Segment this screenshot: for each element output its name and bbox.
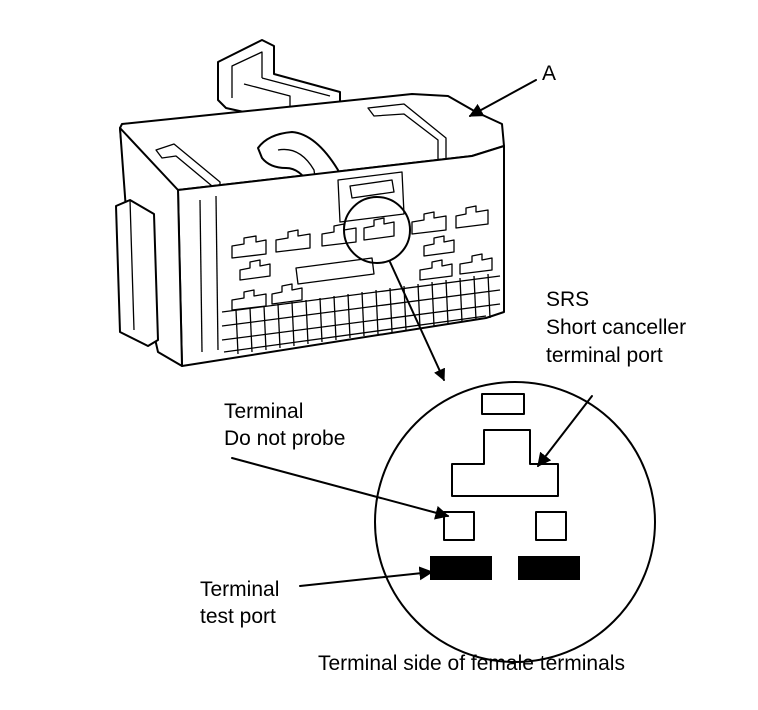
srs-label-line1: SRS	[546, 288, 589, 311]
do-not-probe-pointer	[231, 457, 450, 520]
srs-callout: SRS Short canceller terminal port	[537, 288, 686, 468]
detail-circle	[374, 381, 656, 663]
detail-view	[374, 381, 656, 663]
upper-terminal-row	[231, 205, 489, 259]
zoom-arrow	[389, 261, 445, 382]
test-port-callout: Terminal test port	[200, 566, 434, 628]
lock-lever	[217, 39, 341, 119]
srs-pointer	[537, 395, 593, 468]
middle-terminal-row	[231, 235, 493, 311]
do-not-probe-callout: Terminal Do not probe	[224, 400, 450, 520]
srs-label-line3: terminal port	[546, 344, 663, 367]
terminal-label-line1: Terminal	[224, 400, 303, 423]
test-port-left	[430, 556, 492, 580]
test-port-pointer	[299, 566, 434, 587]
right-terminal	[535, 511, 567, 541]
magnify-spot	[343, 196, 411, 264]
short-canceller-port	[451, 429, 559, 497]
srs-label-line2: Short canceller	[546, 316, 686, 339]
pointer-a	[468, 79, 537, 117]
label-a: A	[542, 62, 556, 85]
test-port-right	[518, 556, 580, 580]
test-port-label-line1: Terminal	[200, 578, 279, 601]
top-slot	[481, 393, 525, 415]
do-not-probe-terminal	[443, 511, 475, 541]
terminal-label-line2: Do not probe	[224, 427, 345, 450]
caption: Terminal side of female terminals	[318, 652, 625, 675]
connector-housing	[115, 39, 505, 367]
test-port-label-line2: test port	[200, 605, 276, 628]
